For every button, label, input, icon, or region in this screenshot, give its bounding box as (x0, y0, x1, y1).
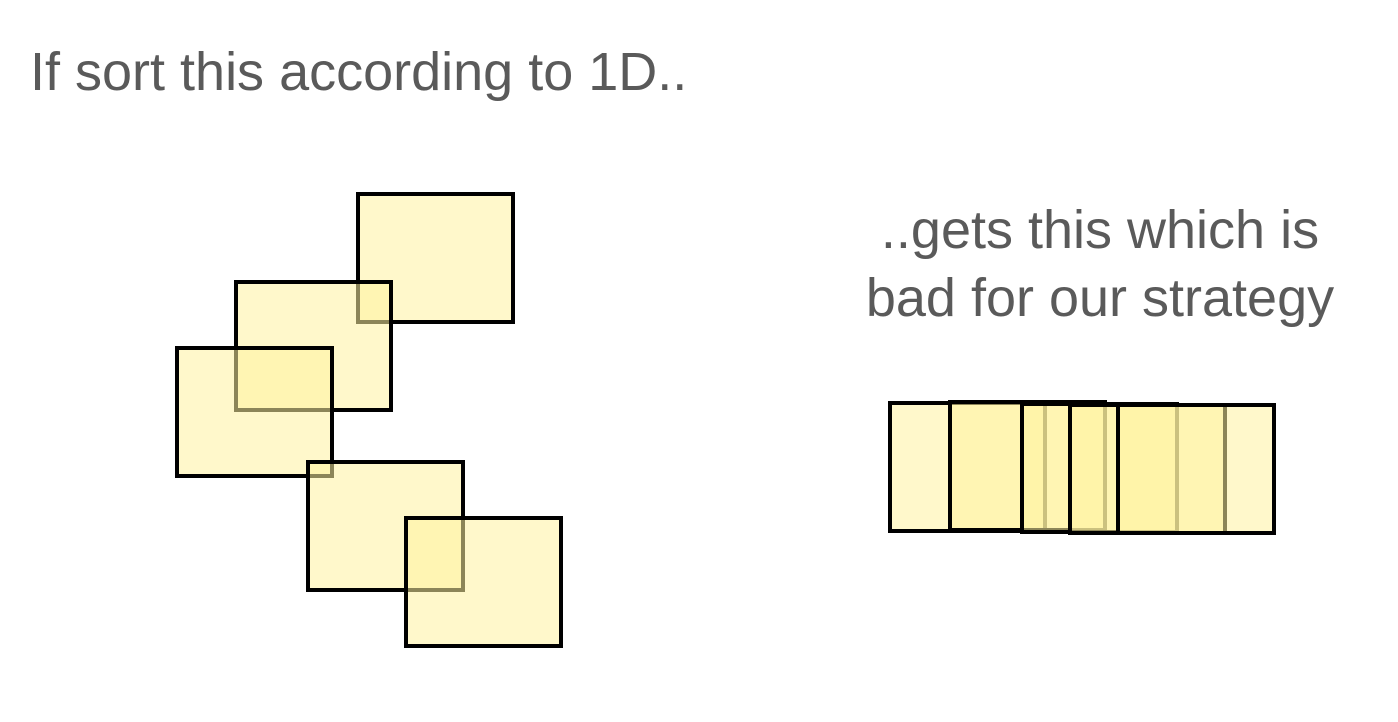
box-1d-5 (1116, 403, 1276, 535)
caption-line-2: bad for our strategy (865, 268, 1335, 328)
caption-line-1: ..gets this which is (880, 200, 1320, 260)
sorted-1d-boxes-group (888, 400, 1276, 535)
box-2d-3 (175, 346, 334, 478)
heading: If sort this according to 1D.. (30, 42, 688, 102)
scattered-boxes-group (175, 192, 563, 648)
box-2d-5 (404, 516, 563, 648)
caption: ..gets this which is bad for our strateg… (810, 196, 1390, 332)
